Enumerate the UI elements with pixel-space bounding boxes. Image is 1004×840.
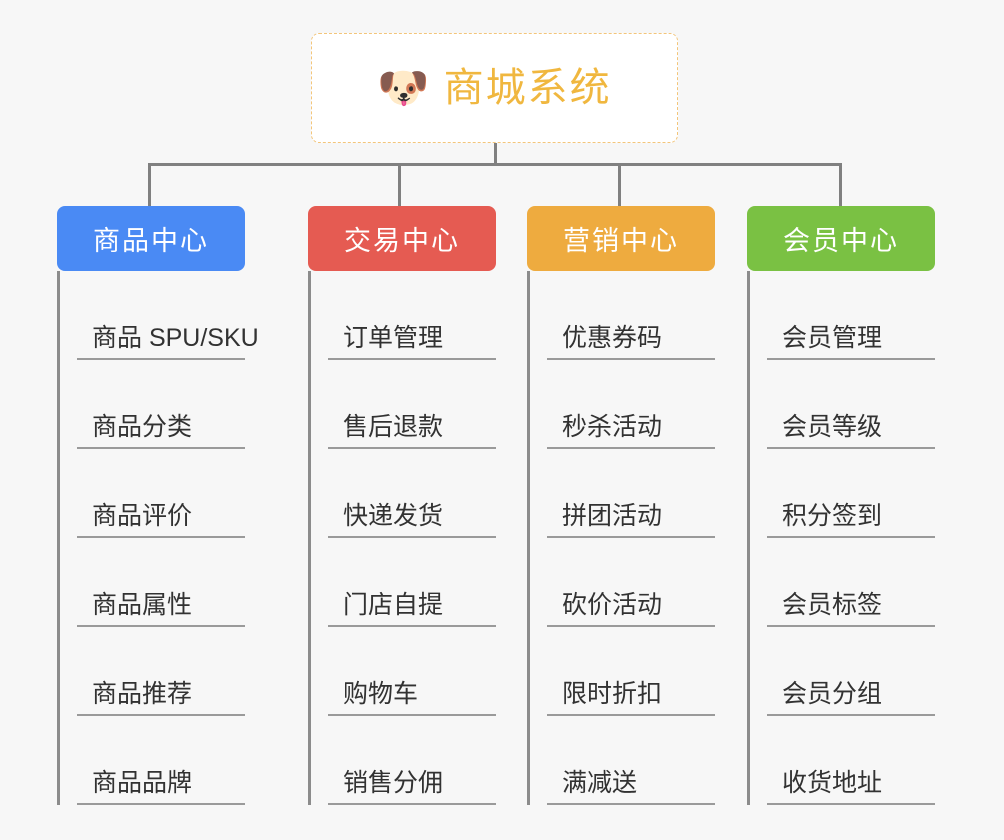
- branch-items-member-center: 会员管理 会员等级 积分签到 会员标签 会员分组 收货地址: [747, 271, 935, 805]
- branch-items-marketing-center: 优惠券码 秒杀活动 拼团活动 砍价活动 限时折扣 满减送: [527, 271, 715, 805]
- dog-face-icon: 🐶: [377, 64, 430, 111]
- list-item-label: 会员等级: [782, 412, 883, 441]
- list-item[interactable]: 满减送: [547, 716, 715, 805]
- root-node[interactable]: 🐶 商城系统: [311, 33, 678, 143]
- branch-items-trade-center: 订单管理 售后退款 快递发货 门店自提 购物车 销售分佣: [308, 271, 496, 805]
- connector-horizontal-bus: [148, 163, 842, 166]
- list-item-label: 商品 SPU/SKU: [92, 323, 259, 352]
- branch-product-center: 商品中心 商品 SPU/SKU 商品分类 商品评价 商品属性 商品推荐 商品品牌: [57, 206, 259, 805]
- connector-drop-1: [148, 163, 151, 206]
- list-item-label: 门店自提: [343, 590, 444, 619]
- list-item[interactable]: 商品品牌: [77, 716, 245, 805]
- list-item[interactable]: 会员管理: [767, 271, 935, 360]
- list-item-label: 收货地址: [782, 768, 883, 797]
- branch-header-member-center[interactable]: 会员中心: [747, 206, 935, 271]
- list-item-label: 商品评价: [92, 501, 193, 530]
- list-item[interactable]: 限时折扣: [547, 627, 715, 716]
- list-item[interactable]: 商品评价: [77, 449, 245, 538]
- list-item-label: 销售分佣: [343, 768, 444, 797]
- list-item-label: 快递发货: [343, 501, 444, 530]
- list-item[interactable]: 订单管理: [328, 271, 496, 360]
- branch-trade-center: 交易中心 订单管理 售后退款 快递发货 门店自提 购物车 销售分佣: [308, 206, 496, 805]
- list-item[interactable]: 商品属性: [77, 538, 245, 627]
- list-item-label: 会员管理: [782, 323, 883, 352]
- connector-drop-4: [839, 163, 842, 206]
- list-item-label: 商品分类: [92, 412, 193, 441]
- list-item-label: 积分签到: [782, 501, 883, 530]
- list-item[interactable]: 拼团活动: [547, 449, 715, 538]
- list-item[interactable]: 会员标签: [767, 538, 935, 627]
- list-item-label: 优惠券码: [562, 323, 663, 352]
- list-item[interactable]: 秒杀活动: [547, 360, 715, 449]
- branch-header-trade-center[interactable]: 交易中心: [308, 206, 496, 271]
- list-item[interactable]: 会员等级: [767, 360, 935, 449]
- list-item[interactable]: 门店自提: [328, 538, 496, 627]
- branch-header-marketing-center[interactable]: 营销中心: [527, 206, 715, 271]
- connector-root-stem: [494, 143, 497, 165]
- list-item-label: 商品推荐: [92, 679, 193, 708]
- list-item-label: 砍价活动: [562, 590, 663, 619]
- list-item-label: 满减送: [562, 768, 638, 797]
- branch-marketing-center: 营销中心 优惠券码 秒杀活动 拼团活动 砍价活动 限时折扣 满减送: [527, 206, 715, 805]
- list-item-label: 商品品牌: [92, 768, 193, 797]
- list-item-label: 售后退款: [343, 412, 444, 441]
- list-item[interactable]: 售后退款: [328, 360, 496, 449]
- list-item[interactable]: 购物车: [328, 627, 496, 716]
- list-item-label: 会员分组: [782, 679, 883, 708]
- list-item-label: 购物车: [343, 679, 419, 708]
- list-item[interactable]: 商品推荐: [77, 627, 245, 716]
- list-item[interactable]: 快递发货: [328, 449, 496, 538]
- list-item-label: 限时折扣: [562, 679, 663, 708]
- list-item-label: 秒杀活动: [562, 412, 663, 441]
- list-item[interactable]: 收货地址: [767, 716, 935, 805]
- list-item[interactable]: 销售分佣: [328, 716, 496, 805]
- list-item-label: 商品属性: [92, 590, 193, 619]
- list-item[interactable]: 积分签到: [767, 449, 935, 538]
- list-item-label: 会员标签: [782, 590, 883, 619]
- list-item[interactable]: 优惠券码: [547, 271, 715, 360]
- connector-drop-3: [618, 163, 621, 206]
- list-item-label: 拼团活动: [562, 501, 663, 530]
- list-item[interactable]: 会员分组: [767, 627, 935, 716]
- list-item[interactable]: 商品分类: [77, 360, 245, 449]
- root-title: 商城系统: [443, 66, 612, 110]
- list-item-label: 订单管理: [343, 323, 444, 352]
- list-item[interactable]: 砍价活动: [547, 538, 715, 627]
- branch-items-product-center: 商品 SPU/SKU 商品分类 商品评价 商品属性 商品推荐 商品品牌: [57, 271, 259, 805]
- branch-header-product-center[interactable]: 商品中心: [57, 206, 245, 271]
- list-item[interactable]: 商品 SPU/SKU: [77, 271, 259, 360]
- connector-drop-2: [398, 163, 401, 206]
- branch-member-center: 会员中心 会员管理 会员等级 积分签到 会员标签 会员分组 收货地址: [747, 206, 935, 805]
